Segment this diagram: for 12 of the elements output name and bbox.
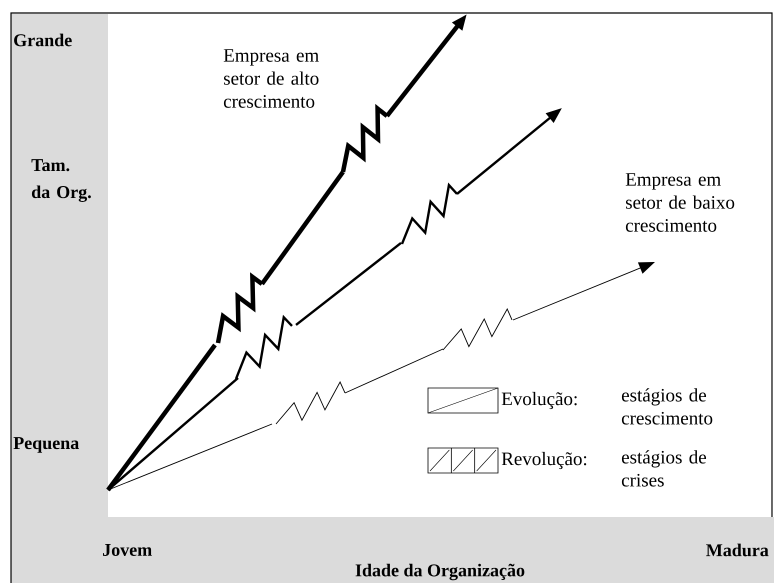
legend-label: Evolução:: [502, 392, 577, 410]
legend-description: estágios de crises: [622, 450, 706, 487]
axis-label: Grande: [14, 34, 72, 46]
axis-label: Jovem: [103, 544, 152, 556]
curve-label: Empresa em setor de alto crescimento: [224, 49, 319, 108]
axis-label: Pequena: [14, 437, 79, 453]
legend-label: Revolução:: [502, 452, 586, 470]
axis-label: Madura: [706, 544, 769, 556]
axis-title: Idade da Organização: [356, 564, 524, 580]
axis-title: Tam. da Org.: [32, 159, 91, 202]
curve-label: Empresa em setor de baixo crescimento: [626, 173, 734, 232]
legend-description: estágios de crescimento: [622, 388, 712, 425]
